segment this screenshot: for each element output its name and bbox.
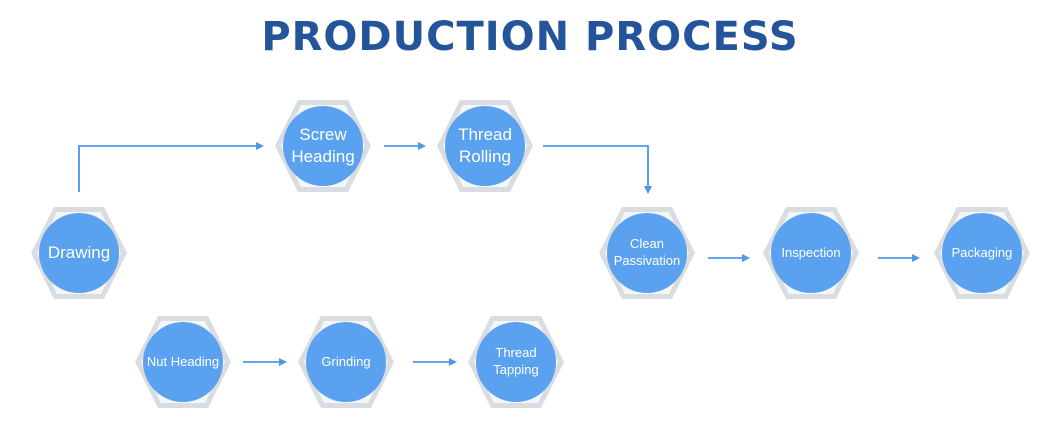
- arrow-drawing-to-screw-heading: [78, 142, 264, 192]
- step-label: Nut Heading: [146, 353, 220, 369]
- hexagon-icon: [275, 100, 371, 192]
- hexagon-icon: [934, 207, 1030, 299]
- step-clean-passivation: Clean Passivation: [597, 203, 697, 303]
- hexagon-icon: [468, 316, 564, 408]
- step-label: Clean Passivation: [613, 236, 681, 268]
- step-label: Drawing: [47, 242, 111, 262]
- step-label: Screw Heading: [291, 124, 355, 166]
- hexagon-icon: [599, 207, 695, 299]
- step-label: Grinding: [321, 353, 371, 369]
- step-label: Thread Rolling: [458, 124, 512, 166]
- step-inspection: Inspection: [761, 203, 861, 303]
- step-label: Thread Tapping: [493, 345, 539, 377]
- hexagon-icon: [135, 316, 231, 408]
- page-title: PRODUCTION PROCESS: [261, 14, 799, 60]
- step-nut-heading: Nut Heading: [133, 312, 233, 412]
- step-label: Packaging: [951, 244, 1013, 260]
- step-drawing: Drawing: [29, 203, 129, 303]
- step-screw-heading: Screw Heading: [273, 96, 373, 196]
- hexagon-icon: [298, 316, 394, 408]
- step-packaging: Packaging: [932, 203, 1032, 303]
- step-label: Inspection: [781, 244, 841, 260]
- step-thread-rolling: Thread Rolling: [435, 96, 535, 196]
- hexagon-icon: [437, 100, 533, 192]
- step-thread-tapping: Thread Tapping: [466, 312, 566, 412]
- hexagon-icon: [763, 207, 859, 299]
- hexagon-icon: [31, 207, 127, 299]
- arrow-thread-rolling-to-clean-passivation: [543, 145, 652, 194]
- step-grinding: Grinding: [296, 312, 396, 412]
